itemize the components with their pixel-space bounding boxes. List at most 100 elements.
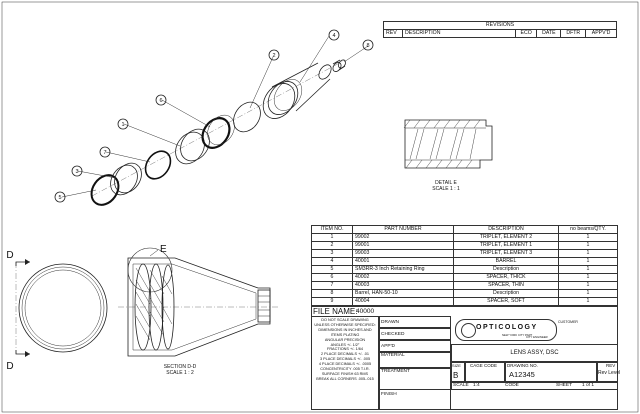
rev-cell (597, 362, 618, 382)
treatment-label: TREATMENT (381, 369, 410, 374)
drawing-no-cell (505, 362, 597, 382)
detail-outline (404, 119, 493, 169)
general-notes: DO NOT SCALE DRAWING UNLESS OTHERWISE SP… (313, 318, 377, 382)
barrel-rib (273, 79, 303, 111)
bom-qty: 1 (558, 297, 618, 306)
note-line: 4 PLACE DECIMALS +/- .0005 (318, 362, 372, 367)
balloon-6-text: 6 (159, 98, 162, 104)
small-barrel-part (332, 62, 342, 72)
bom-part: 40003 (352, 281, 454, 290)
element-3-part (110, 164, 138, 196)
bom-desc: TRIPLET, ELEMENT 2 (453, 233, 559, 242)
bom-desc: BARREL (453, 257, 559, 266)
size-cell (451, 362, 465, 382)
bom-item: 2 (311, 241, 353, 250)
rev-header-eco: ECO (514, 29, 538, 38)
rev-header-date: DATE (536, 29, 562, 38)
bom-part: 40001 (352, 257, 454, 266)
appd-row (379, 340, 451, 352)
note-line: CONCENTRICITY .005 T.I.R. (320, 367, 370, 372)
bill-of-materials: ITEM NO. PART NUMBER DESCRIPTION no beam… (311, 225, 618, 306)
bom-desc: TRIPLET, ELEMENT 1 (453, 241, 559, 250)
detail-callout-circle (127, 247, 173, 293)
cage-label: CAGE CODE (470, 363, 498, 368)
logo-circle-icon (461, 323, 476, 338)
detail-callout-leader (149, 249, 159, 257)
barrel-end (318, 64, 332, 80)
bom-part: 99001 (352, 241, 454, 250)
scale-row (451, 382, 618, 390)
company-name: OPTICOLOGY (476, 324, 538, 331)
bom-header-desc: DESCRIPTION (453, 225, 559, 234)
section-label-bottom: D (6, 361, 13, 372)
balloon-7 (99, 146, 111, 158)
detail-e-view: DETAIL E SCALE 1 : 1 (403, 119, 493, 192)
balloon-3 (71, 165, 83, 177)
drawn-row (379, 316, 451, 328)
exploded-axis (91, 59, 346, 197)
detail-title: DETAIL E (435, 180, 457, 186)
cross-section-view: E SECTION D-D SCALE 1 : 2 (118, 244, 278, 376)
note-line: BREAK ALL CORNERS .005-.015 (316, 376, 374, 381)
note-line: DIMENSIONS IN INCHES AND (318, 327, 372, 332)
checked-label: CHECKED (381, 332, 405, 337)
note-line: ANGLES +/- 1/2° (330, 342, 360, 347)
leader-3 (77, 170, 117, 179)
balloon-2 (268, 49, 280, 61)
bom-header-item: ITEM NO. (311, 225, 353, 234)
balloon-callouts: 5 3 7 1 6 2 4 8 (54, 29, 374, 203)
element-1-part (175, 131, 205, 165)
bom-qty: 1 (558, 289, 618, 298)
leader-8 (343, 45, 369, 63)
element-3-part-back (114, 162, 142, 194)
rev-label: REV (606, 363, 616, 368)
company-sub: NEW YORK CITY PART (502, 333, 533, 337)
sheet-value: 1 of 1 (582, 383, 595, 388)
element-2-part (233, 101, 261, 133)
rev-value: Rev Level (598, 370, 621, 376)
leader-4 (299, 35, 330, 83)
bom-item: 8 (311, 289, 353, 298)
bom-item: 7 (311, 281, 353, 290)
bom-desc: TRIPLET, ELEMENT 3 (453, 249, 559, 258)
company-sub2: CITY ENGINEER (526, 335, 548, 339)
treatment-row (379, 368, 451, 390)
company-logo: OPTICOLOGY NEW YORK CITY PART CITY ENGIN… (455, 319, 557, 341)
bom-desc: SPACER, THICK (453, 273, 559, 282)
sheet-label: SHEET (556, 383, 572, 388)
appd-label: APP'D (381, 344, 395, 349)
bom-qty: 1 (558, 273, 618, 282)
section-inner (132, 263, 257, 351)
detail-callout-label: E (160, 244, 167, 255)
bom-header-qty: no beams/QTY. (558, 225, 618, 234)
balloon-3-text: 3 (75, 169, 78, 175)
bom-desc: Description (453, 289, 559, 298)
note-line: FRACTIONS +/- 1/64 (327, 347, 363, 352)
exploded-view (90, 59, 346, 206)
section-title: SECTION D-D (164, 364, 197, 370)
bom-qty: 1 (558, 257, 618, 266)
note-line: 3 PLACE DECIMALS +/- .005 (319, 357, 371, 362)
leader-6 (161, 99, 211, 128)
cage-cell (465, 362, 505, 382)
rev-header-appvd: APPV'D (585, 29, 617, 38)
bom-header-part: PART NUMBER (352, 225, 454, 234)
checked-row (379, 328, 451, 340)
bom-part: SM3RR-3 Inch Retaining Ring (352, 265, 454, 274)
balloon-4-text: 4 (332, 33, 335, 39)
note-line: ANGULAR PRECISION (324, 337, 366, 342)
revisions-table: REVISIONS REV DESCRIPTION ECO DATE DFTR … (383, 21, 617, 38)
bom-qty: 1 (558, 265, 618, 274)
note-line: ITEMS PLATING (330, 332, 360, 337)
note-line: DO NOT SCALE DRAWING (321, 318, 369, 322)
